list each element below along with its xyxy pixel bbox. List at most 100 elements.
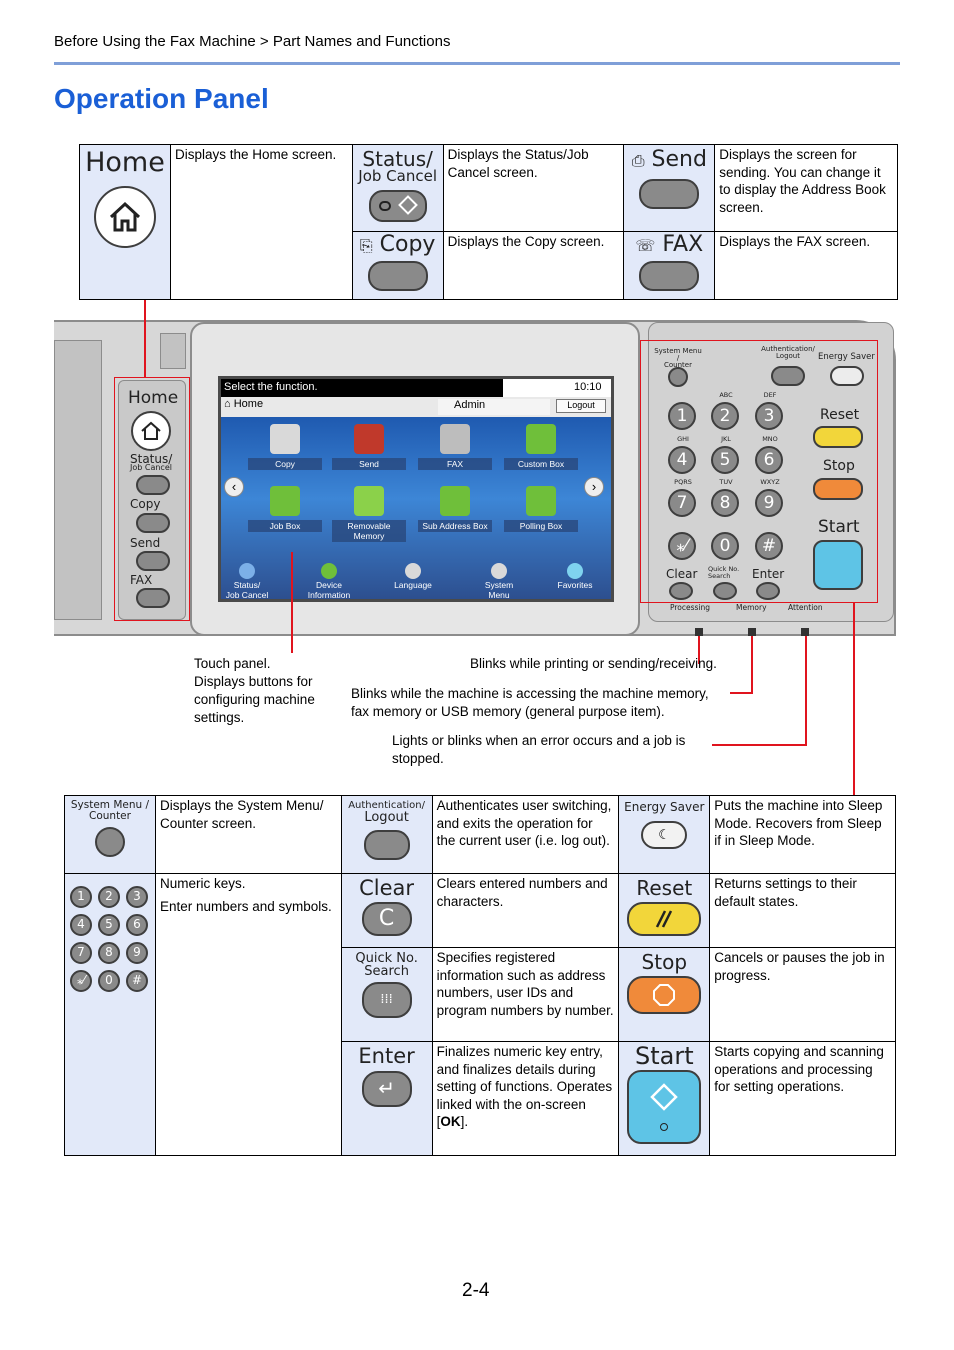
screen-prev-arrow-icon[interactable]: ‹ [224,477,244,497]
device-home-button[interactable] [131,411,171,451]
screen-bottom-button-3[interactable]: System Menu [484,580,514,600]
device-sysmenu-button[interactable] [668,367,688,387]
screen-bottom-icon-4 [567,563,583,579]
keypad-callout-box [640,340,878,603]
screen-home-tab[interactable]: ⌂ Home [224,398,263,410]
device-digit-key-1[interactable]: 2 [711,402,739,430]
screen-row2-icon-3 [526,486,556,516]
fax-desc: Displays the FAX screen. [714,231,898,300]
screen-row1-icon-2 [440,424,470,454]
screen-bottom-button-0[interactable]: Status/ Job Cancel [225,580,269,600]
device-enter-label: Enter [752,567,785,581]
screen-prompt: Select the function. [221,379,503,397]
device-clear-button[interactable] [669,582,693,600]
device-digit-key-9[interactable]: ⁎⁄ [668,532,696,560]
auth-desc: Authenticates user switching, and exits … [431,795,620,874]
device-digit-letters-5: MNO [762,435,778,443]
device-send-button[interactable] [136,551,170,571]
device-copy-button[interactable] [136,513,170,533]
screen-row2-tile-2[interactable]: Sub Address Box [418,520,492,532]
header-rule [54,62,900,65]
device-digit-key-6[interactable]: 7 [668,489,696,517]
enter-desc: Finalizes numeric key entry, and finaliz… [431,1041,620,1156]
device-digit-key-7[interactable]: 8 [711,489,739,517]
device-digit-key-8[interactable]: 9 [755,489,783,517]
device-digit-key-4[interactable]: 5 [711,446,739,474]
numeric-key-5: 6 [125,914,148,936]
device-digit-letters-7: TUV [719,478,733,486]
screen-logout-button[interactable]: Logout [556,399,606,413]
screen-row1-tile-2[interactable]: FAX [418,458,492,470]
device-copy-label: Copy [130,497,161,511]
screen-row1-tile-3[interactable]: Custom Box [504,458,578,470]
send-key-label: Send [651,147,707,172]
screen-row2-tile-3[interactable]: Polling Box [504,520,578,532]
device-status-button[interactable] [136,475,170,495]
copy-button-icon [367,261,428,291]
status-key-label-2: Job Cancel [358,167,437,185]
device-stop-label: Stop [823,458,855,474]
screen-row1-icon-1 [354,424,384,454]
screen-row2-tile-0[interactable]: Job Box [248,520,322,532]
numeric-key-3: 4 [69,914,92,936]
quick-key-label-2: Search [364,964,409,979]
indicator-memory-label: Memory [736,603,767,612]
device-quick-button[interactable] [713,582,737,600]
screen-row1-tile-0[interactable]: Copy [248,458,322,470]
device-home-icon [141,421,161,440]
quick-search-grid-icon: ⁞⁞⁞ [361,982,412,1018]
device-stop-button[interactable] [813,478,863,500]
indicator-processing-label: Processing [670,603,711,612]
stop-desc: Cancels or pauses the job in progress. [709,947,896,1042]
start-diamond-icon [627,1070,702,1144]
numeric-key-11: # [125,970,148,992]
enter-key-label: Enter [358,1044,415,1068]
device-energy-button[interactable] [830,366,864,386]
sysmenu-key-label-1: System Menu / [70,799,150,811]
numeric-desc-2: Enter numbers and symbols. [159,898,332,914]
screen-bottom-button-4[interactable]: Favorites [557,580,593,590]
device-digit-key-11[interactable]: # [755,532,783,560]
sysmenu-key-cell: System Menu / Counter [64,795,156,874]
screen-bottom-button-2[interactable]: Language [394,580,432,590]
start-key-label: Start [634,1042,694,1070]
sysmenu-button-icon [94,827,125,857]
device-digit-key-5[interactable]: 6 [755,446,783,474]
reset-key-cell: Reset [618,873,711,948]
attention-led [801,628,809,636]
device-start-label: Start [818,517,860,537]
copy-key-cell: ⎘ Copy [351,231,444,300]
energy-desc: Puts the machine into Sleep Mode. Recove… [709,795,896,874]
device-digit-key-0[interactable]: 1 [668,402,696,430]
device-reset-label: Reset [820,407,860,423]
device-digit-key-3[interactable]: 4 [668,446,696,474]
screen-bottom-button-1[interactable]: Device Information [307,580,351,600]
device-fax-button[interactable] [136,588,170,608]
device-auth-label-1: Authentication/ [761,345,815,353]
device-auth-button[interactable] [771,366,805,386]
left-keys-callout-box [114,377,190,621]
device-digit-key-10[interactable]: 0 [711,532,739,560]
device-digit-letters-1: ABC [719,391,733,399]
screen-row1-icon-0 [270,424,300,454]
device-enter-button[interactable] [756,582,780,600]
screen-row2-icon-0 [270,486,300,516]
device-start-button[interactable] [813,540,863,590]
home-desc: Displays the Home screen. [169,144,353,300]
device-digit-key-2[interactable]: 3 [755,402,783,430]
indicator-attention-label: Attention [788,603,823,612]
fax-key-cell: ☏ FAX [623,231,716,300]
device-reset-button[interactable] [813,426,863,448]
screen-next-arrow-icon[interactable]: › [584,477,604,497]
clear-desc: Clears entered numbers and characters. [431,873,620,948]
numeric-desc-1: Numeric keys. [159,876,246,891]
screen-row2-tile-1[interactable]: Removable Memory [332,520,406,542]
status-desc: Displays the Status/Job Cancel screen. [442,144,625,232]
screen-row1-tile-1[interactable]: Send [332,458,406,470]
clear-key-cell: Clear C [340,873,433,948]
device-clear-label: Clear [666,567,698,581]
device-sysmenu-label-2: Counter [664,361,692,369]
enter-return-icon: ↵ [361,1071,412,1107]
energy-moon-icon: ☾ [641,821,688,849]
numeric-key-8: 9 [125,942,148,964]
